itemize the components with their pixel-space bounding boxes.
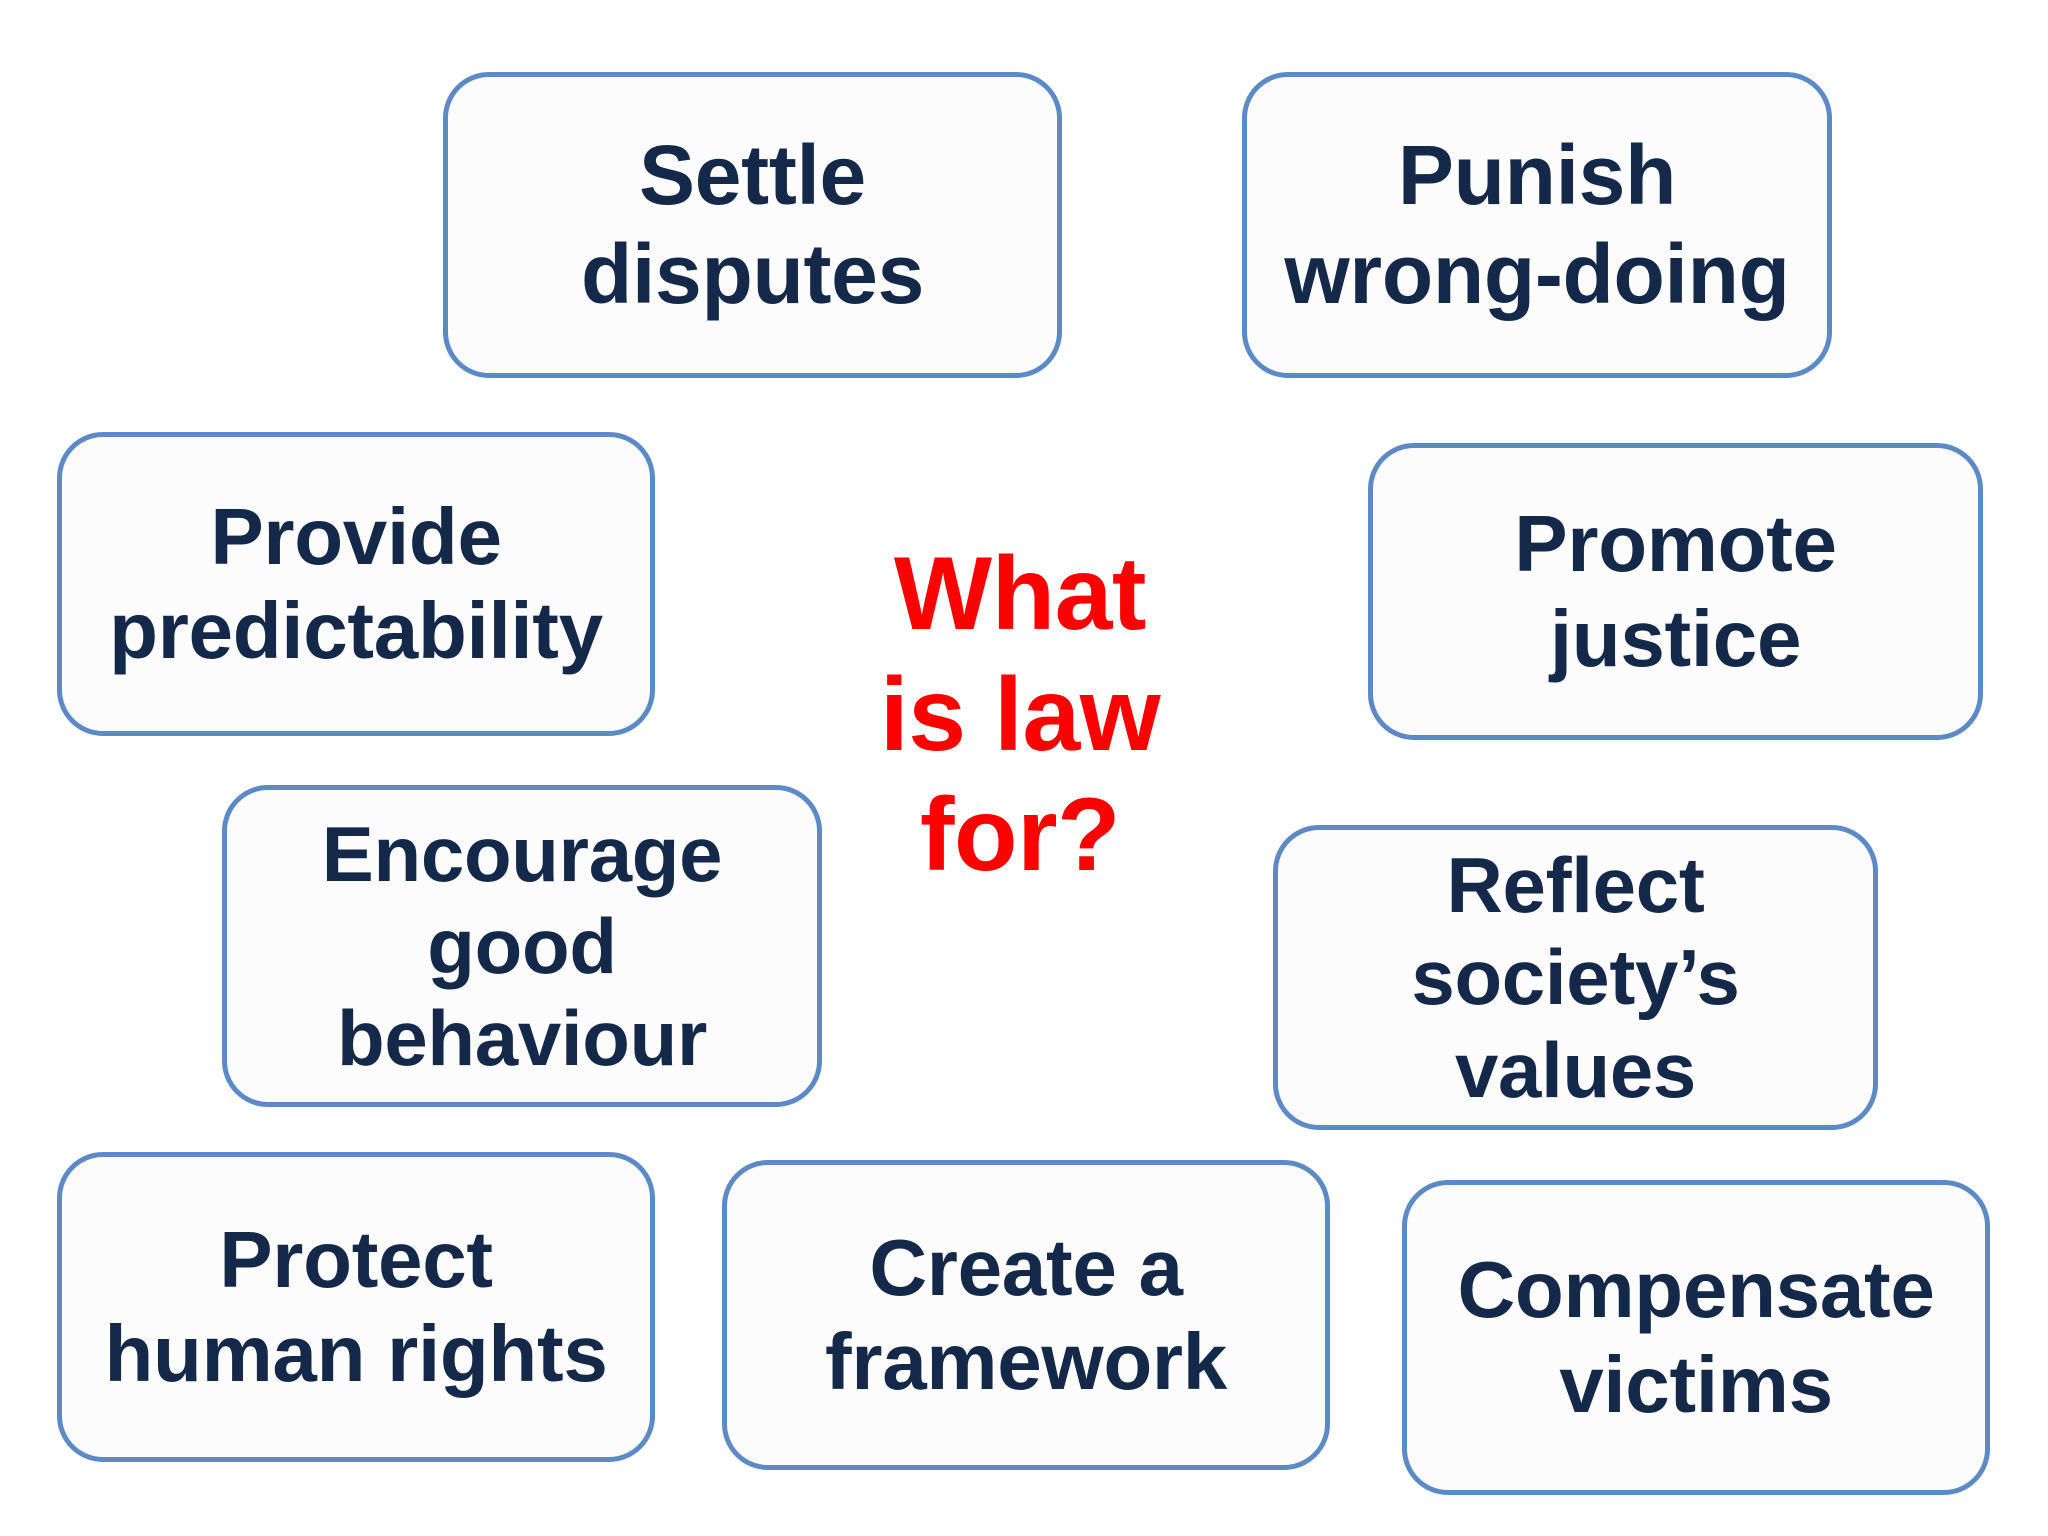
concept-box-encourage-good-behaviour[interactable]: Encourage good behaviour	[222, 785, 822, 1107]
concept-box-label: Compensate victims	[1457, 1245, 1935, 1429]
concept-box-label: Punish wrong-doing	[1284, 127, 1790, 321]
concept-box-provide-predictability[interactable]: Provide predictability	[57, 432, 655, 736]
concept-box-reflect-societys-values[interactable]: Reflect society’s values	[1273, 825, 1878, 1130]
concept-box-promote-justice[interactable]: Promote justice	[1368, 443, 1983, 740]
concept-box-label: Promote justice	[1514, 499, 1837, 683]
concept-box-label: Create a framework	[825, 1222, 1227, 1406]
concept-box-label: Protect human rights	[104, 1214, 608, 1398]
center-question-text: What is law for?	[879, 536, 1161, 894]
concept-box-label: Encourage good behaviour	[321, 809, 723, 1083]
concept-box-punish-wrongdoing[interactable]: Punish wrong-doing	[1242, 72, 1832, 378]
concept-box-label: Provide predictability	[109, 491, 603, 675]
concept-box-settle-disputes[interactable]: Settle disputes	[443, 72, 1062, 378]
center-question: What is law for?	[800, 505, 1240, 925]
concept-box-compensate-victims[interactable]: Compensate victims	[1402, 1180, 1990, 1495]
concept-box-label: Settle disputes	[581, 127, 924, 321]
concept-box-create-a-framework[interactable]: Create a framework	[722, 1160, 1330, 1470]
concept-box-label: Reflect society’s values	[1411, 841, 1740, 1114]
concept-box-protect-human-rights[interactable]: Protect human rights	[57, 1152, 655, 1462]
